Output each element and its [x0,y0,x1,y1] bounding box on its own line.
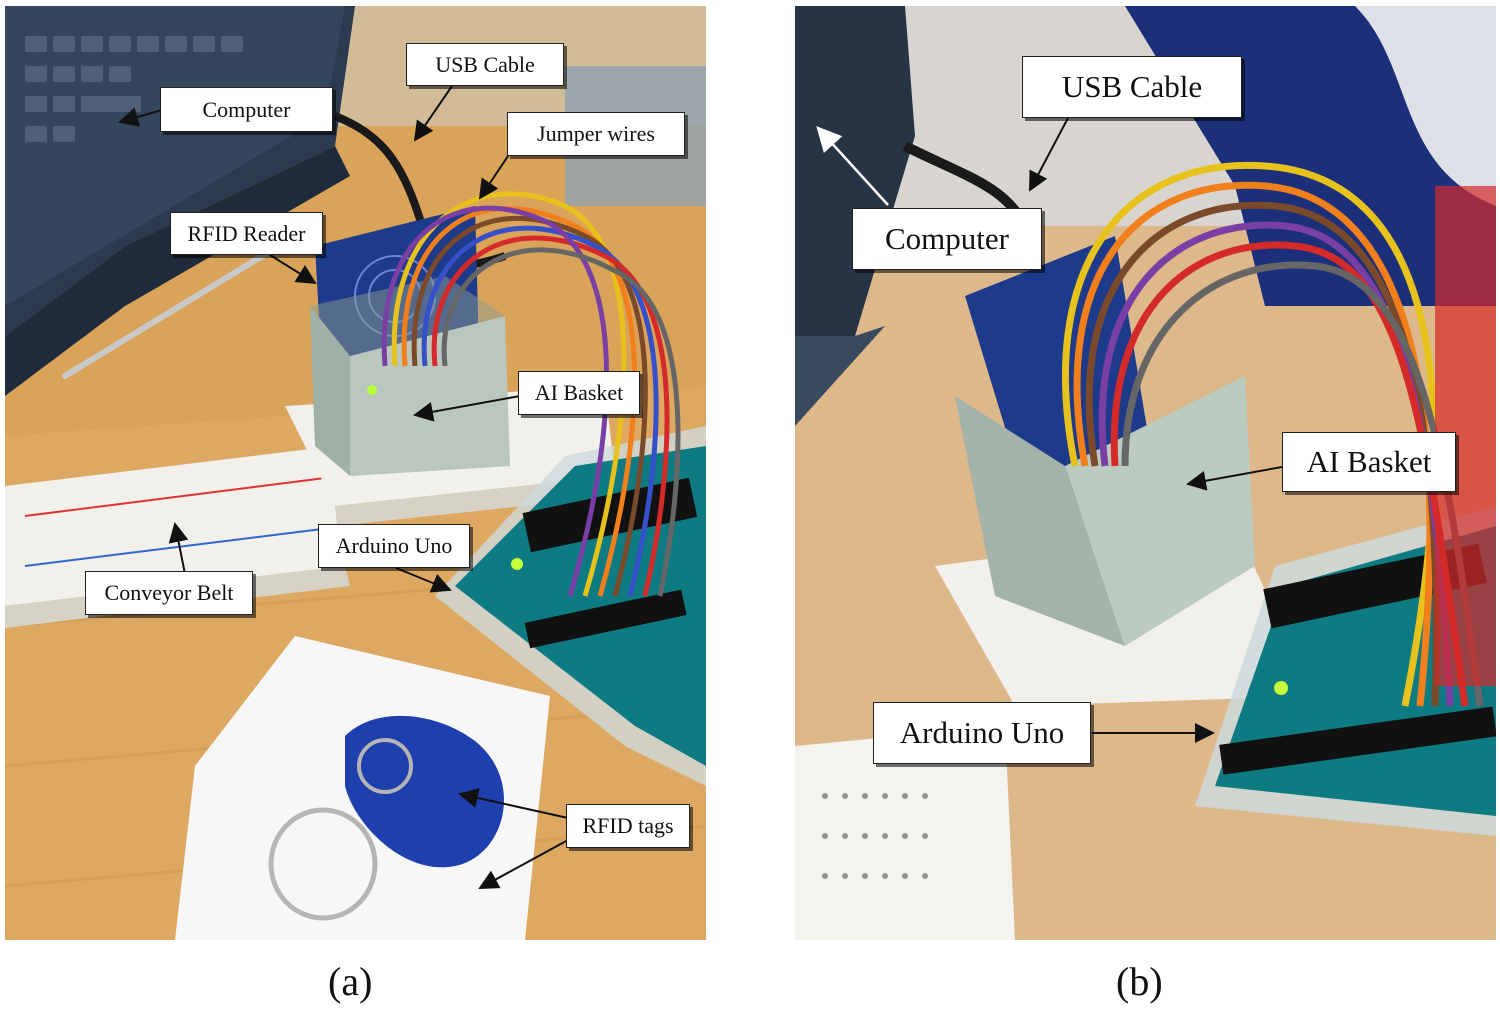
label-computer-b: Computer [852,208,1042,270]
label-jumper-wires-a: Jumper wires [507,112,685,156]
jumper-wires-a [381,191,681,597]
label-ai-basket-a: AI Basket [518,371,640,415]
label-usb-cable-b: USB Cable [1022,56,1242,118]
rfid-tags-a [175,636,550,940]
photo-b-scene [795,6,1496,940]
caption-panel-b: (b) [1116,959,1163,1004]
label-usb-cable-a: USB Cable [406,43,564,86]
label-conveyor-belt-a: Conveyor Belt [85,571,253,615]
caption-panel-a: (a) [328,959,373,1004]
label-rfid-reader-a: RFID Reader [170,212,323,255]
ai-basket-a [310,276,510,476]
label-computer-a: Computer [160,87,333,132]
label-ai-basket-b: AI Basket [1282,432,1456,492]
label-arduino-uno-b: Arduino Uno [873,702,1091,764]
label-arduino-uno-a: Arduino Uno [318,524,470,568]
photo-panel-b [795,6,1496,940]
label-rfid-tags-a: RFID tags [566,804,690,848]
